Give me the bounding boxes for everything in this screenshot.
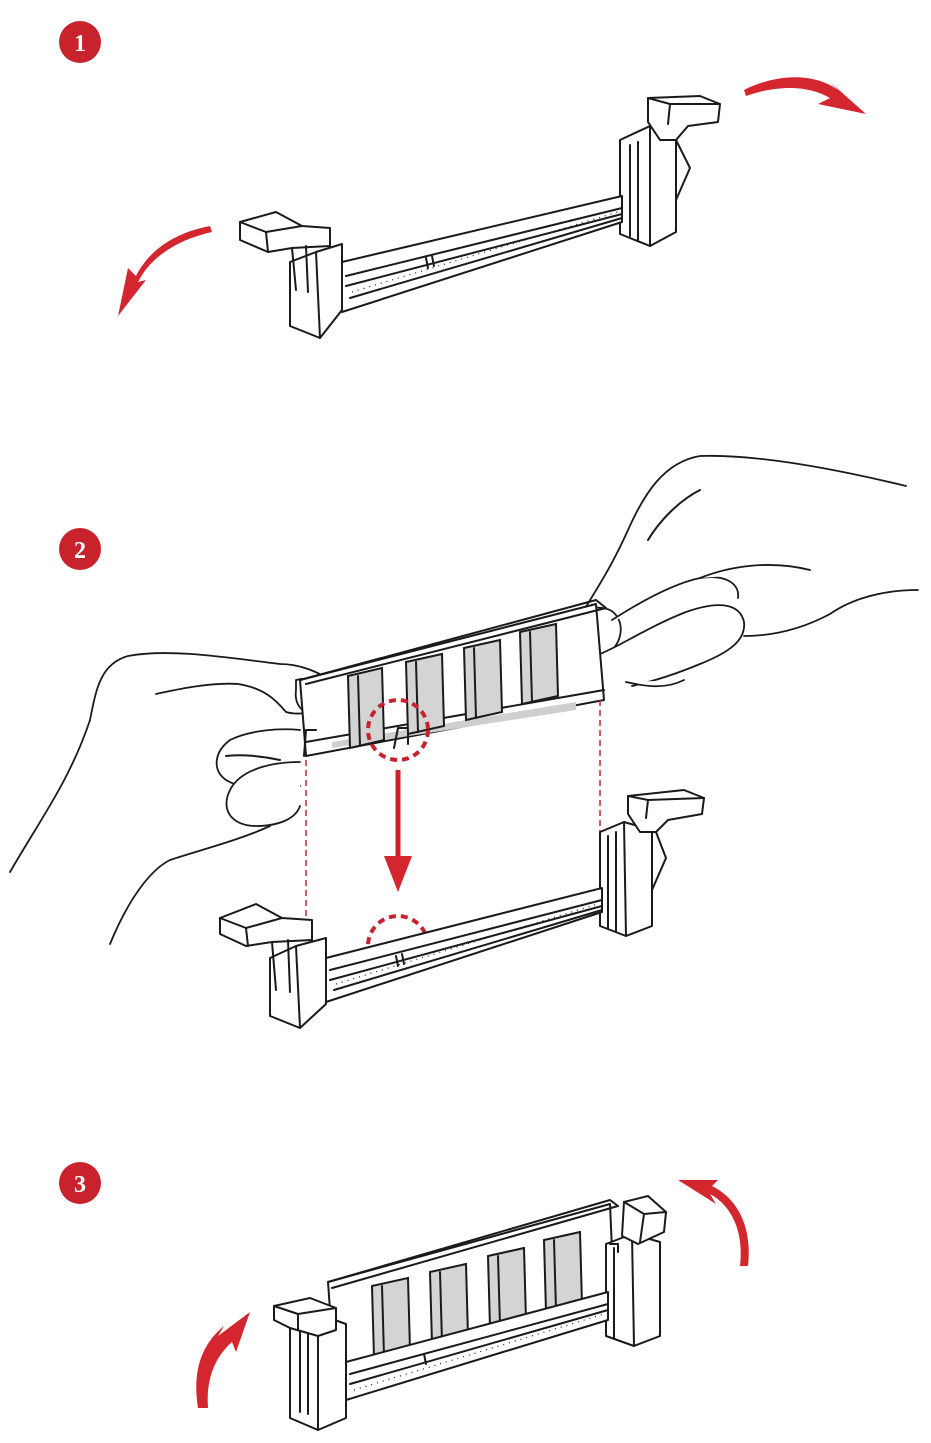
insert-arrow-icon bbox=[384, 770, 412, 892]
step-3-badge: 3 bbox=[59, 1162, 101, 1204]
step-3-number: 3 bbox=[74, 1172, 86, 1198]
step-2-number: 2 bbox=[74, 538, 86, 564]
step-2-badge: 2 bbox=[59, 528, 101, 570]
step-1-number: 1 bbox=[74, 31, 86, 57]
dimm-slot-icon bbox=[240, 96, 720, 338]
installed-module-icon bbox=[274, 1196, 666, 1430]
step-2: 2 bbox=[10, 456, 918, 1028]
step-1-badge: 1 bbox=[59, 21, 101, 63]
step-3: 3 bbox=[59, 1162, 749, 1430]
dimm-slot-icon bbox=[220, 790, 704, 1028]
memory-module-icon bbox=[300, 600, 606, 756]
open-latch-arrow-icon bbox=[118, 77, 866, 316]
step-1: 1 bbox=[59, 21, 866, 338]
